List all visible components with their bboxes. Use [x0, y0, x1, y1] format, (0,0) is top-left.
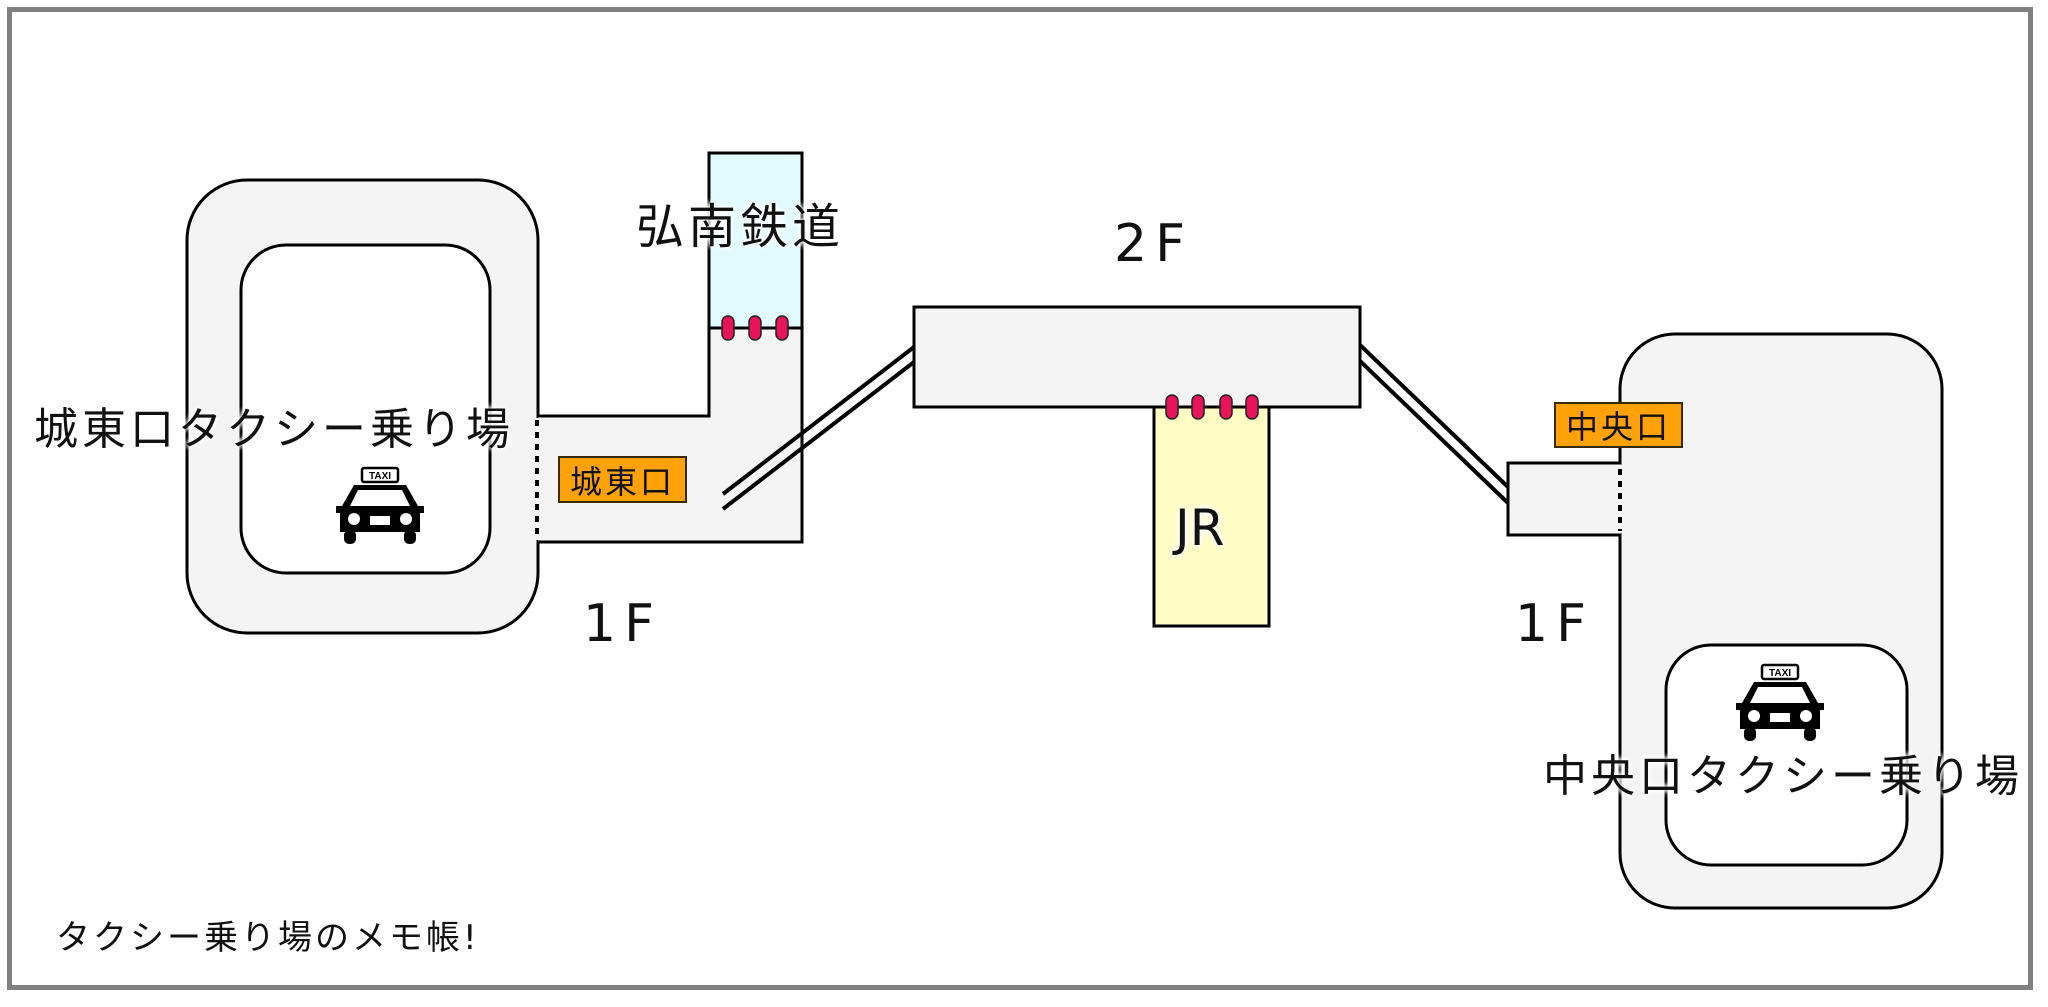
floor-1f-left-label: 1F [583, 594, 662, 654]
central-taxi-stand-label: 中央口タクシー乗り場 [1543, 751, 2023, 802]
ticket-gate-marker [1191, 394, 1205, 420]
konan-railway-label: 弘南鉄道 [636, 199, 845, 255]
ticket-gate-marker [1245, 394, 1259, 420]
central-exit-sign: 中央口 [1554, 402, 1683, 448]
memo-title: タクシー乗り場のメモ帳! [56, 918, 480, 958]
ticket-gate-marker [1165, 394, 1179, 420]
jr-label: JR [1175, 499, 1225, 557]
floor-1f-right-label: 1F [1515, 594, 1594, 654]
east-stair-line-1 [721, 345, 916, 496]
east-1f-corridor [538, 326, 804, 544]
ticket-gate-marker [1219, 394, 1233, 420]
ticket-gate-marker [748, 315, 762, 341]
central-taxi-loop-inner [1664, 643, 1909, 867]
east-exit-sign: 城東口 [558, 456, 687, 503]
floor-2f-label: 2F [1114, 214, 1193, 274]
central-stair-line-1 [1358, 343, 1510, 489]
east-taxi-loop-inner [239, 243, 492, 575]
central-stair-line-2 [1358, 359, 1510, 505]
east-taxi-stand-label: 城東口タクシー乗り場 [34, 404, 514, 455]
central-1f-corridor [1506, 461, 1621, 537]
east-stair-line-2 [721, 360, 916, 511]
konan-railway-area [707, 151, 804, 330]
jr-area [1152, 405, 1271, 628]
east-corridor-fill-patch [532, 418, 542, 540]
ticket-gate-marker [721, 315, 735, 341]
concourse-2f [912, 305, 1362, 409]
ticket-gate-marker [775, 315, 789, 341]
